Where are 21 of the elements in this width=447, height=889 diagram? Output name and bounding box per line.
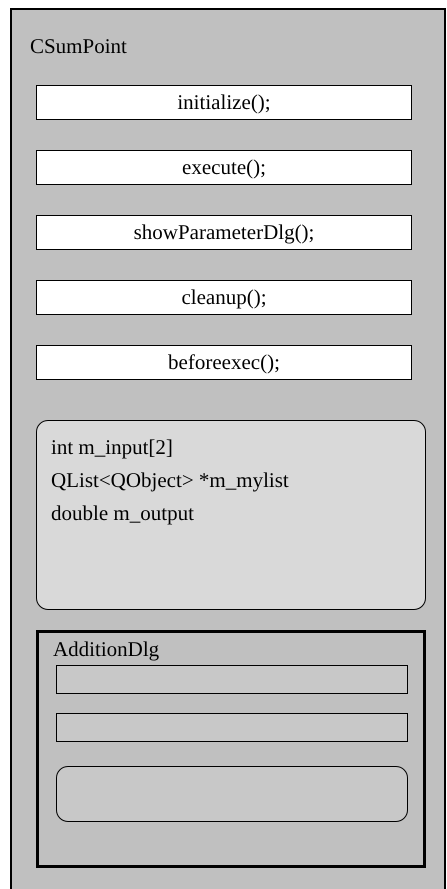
method-box xyxy=(36,85,412,120)
dialog-name: AdditionDlg xyxy=(53,637,160,662)
member-declaration: int m_input[2] xyxy=(51,435,174,460)
method-name: execute(); xyxy=(182,155,266,180)
method-box xyxy=(36,150,412,185)
class-panel xyxy=(10,8,446,889)
method-name: beforeexec(); xyxy=(168,350,280,375)
rounded-field xyxy=(56,766,408,822)
class-name: CSumPoint xyxy=(30,34,127,59)
method-name: initialize(); xyxy=(177,90,271,115)
member-declaration: double m_output xyxy=(51,501,195,526)
method-name: cleanup(); xyxy=(181,285,267,310)
method-name: showParameterDlg(); xyxy=(134,220,314,245)
field-bar xyxy=(56,713,408,742)
member-box xyxy=(36,420,426,610)
dialog-panel xyxy=(36,630,426,868)
member-declaration: QList<QObject> *m_mylist xyxy=(51,468,290,493)
method-box xyxy=(36,215,412,250)
method-box xyxy=(36,345,412,380)
field-bar xyxy=(56,665,408,694)
method-box xyxy=(36,280,412,315)
